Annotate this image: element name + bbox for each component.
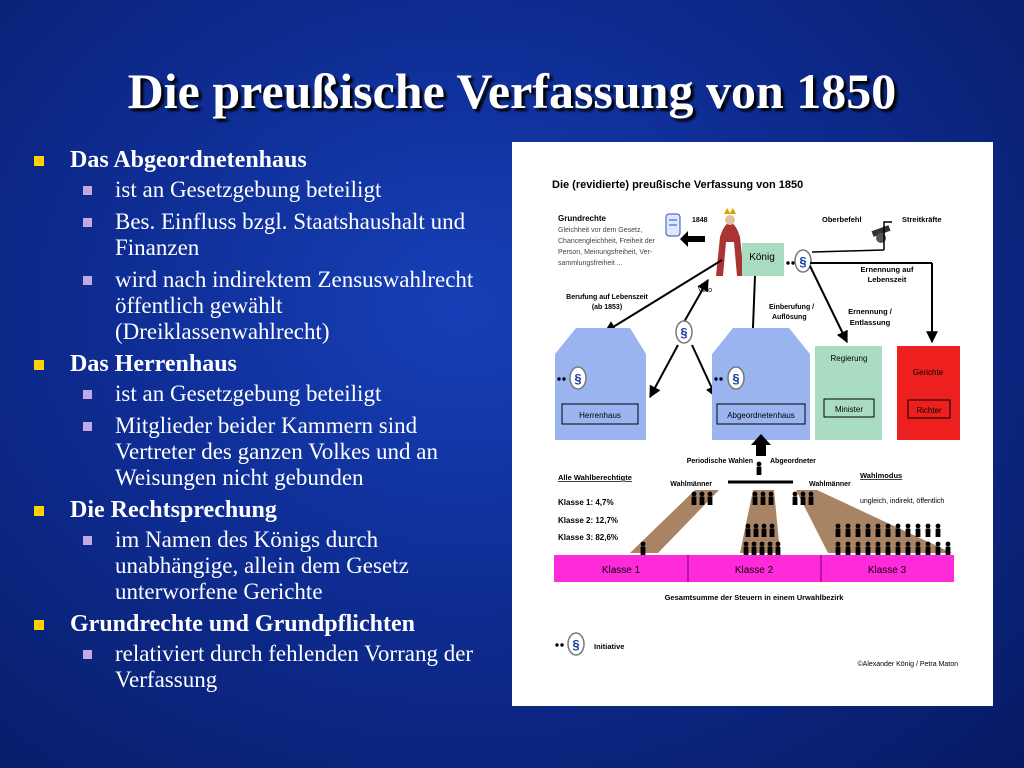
klasse2-label: Klasse 2 xyxy=(735,565,774,576)
bullet-marker xyxy=(34,360,44,370)
initiative-icon xyxy=(567,632,585,656)
koenig-box xyxy=(742,243,784,276)
scroll-icon xyxy=(665,213,681,237)
oberbefehl-connector xyxy=(883,221,892,250)
svg-text:Berufung auf Lebenszeit: Berufung auf Lebenszeit xyxy=(566,294,648,301)
svg-text:Klasse 3: 82,6%: Klasse 3: 82,6% xyxy=(558,533,618,542)
grundrechte-label: Grundrechte xyxy=(558,214,607,223)
class3-trapezoid xyxy=(796,490,952,553)
abgeordnetenhaus-label: Abgeordnetenhaus xyxy=(727,411,795,420)
abgeordnetenhaus-building: Abgeordnetenhaus xyxy=(712,328,810,440)
slide-title: Die preußische Verfassung von 1850 xyxy=(127,63,897,119)
cannon-icon xyxy=(871,225,891,243)
sub-bullet-marker xyxy=(83,422,92,431)
svg-text:Auflösung: Auflösung xyxy=(772,314,807,321)
herrenhaus-building: Herrenhaus xyxy=(555,328,646,440)
klasse1-label: Klasse 1 xyxy=(602,565,641,576)
diagram-canvas: § Die (revidierte) preußische Verfassung… xyxy=(552,179,960,668)
sub-bullet-marker xyxy=(83,186,92,195)
class1-trapezoid xyxy=(630,490,719,553)
svg-text:Ernennung auf: Ernennung auf xyxy=(861,265,914,274)
svg-text:Entlassung: Entlassung xyxy=(850,318,891,327)
oberbefehl-label: Oberbefehl xyxy=(822,215,862,224)
regierung-label: Regierung xyxy=(831,354,868,363)
classes-bar xyxy=(554,555,954,582)
herrenhaus-label: Herrenhaus xyxy=(579,411,621,420)
sub-bullet: ist an Gesetzgebung beteiligt xyxy=(30,381,500,407)
wahlmaenner-class1-group xyxy=(691,491,713,505)
bullet-grundrechte: Grundrechte und Grundpflichten xyxy=(30,611,500,638)
svg-text:Chancengleichheit, Freiheit de: Chancengleichheit, Freiheit der xyxy=(558,238,656,245)
sub-bullet: wird nach indirektem Zensuswahlrecht öff… xyxy=(30,267,500,345)
minister-label: Minister xyxy=(835,405,863,414)
bullet-rechtsprechung: Die Rechtsprechung xyxy=(30,497,500,524)
bullet-list: Das Abgeordnetenhaus ist an Gesetzgebung… xyxy=(30,145,500,699)
bullet-marker xyxy=(34,620,44,630)
diagram-title: Die (revidierte) preußische Verfassung v… xyxy=(552,179,803,191)
sub-bullet: Mitglieder beider Kammern sind Vertreter… xyxy=(30,413,500,491)
bullet-marker xyxy=(34,156,44,166)
koenig-label: König xyxy=(749,252,775,263)
svg-text:Lebenszeit: Lebenszeit xyxy=(868,275,907,284)
sub-bullet: ist an Gesetzgebung beteiligt xyxy=(30,177,500,203)
wahlmodus-label: Wahlmodus xyxy=(860,471,902,480)
veto-arrow xyxy=(683,278,709,323)
wahlmaenner-class3-group xyxy=(792,491,814,505)
svg-text:Klasse 2: 12,7%: Klasse 2: 12,7% xyxy=(558,516,618,525)
arrow-to-herrenhaus xyxy=(603,259,723,333)
richter-label: Richter xyxy=(916,406,942,415)
copyright-label: ©Alexander König / Petra Maton xyxy=(858,660,959,668)
wahlmaenner-class2-group xyxy=(752,491,774,505)
svg-text:Klasse 1: 4,7%: Klasse 1: 4,7% xyxy=(558,498,614,507)
svg-text:(ab 1853): (ab 1853) xyxy=(592,304,622,311)
svg-text:sammlungsfreiheit ...: sammlungsfreiheit ... xyxy=(558,260,623,267)
initiative-label: Initiative xyxy=(594,642,624,651)
regierung-box: Regierung Minister xyxy=(815,346,882,440)
up-arrow-icon xyxy=(751,434,771,456)
constitution-diagram: § Die (revidierte) preußische Verfassung… xyxy=(512,142,993,706)
sub-bullet: im Namen des Königs durch unabhängige, a… xyxy=(30,527,500,605)
svg-text:Person, Meinungsfreiheit, Ver-: Person, Meinungsfreiheit, Ver- xyxy=(558,249,653,256)
class2-trapezoid xyxy=(740,490,780,553)
voters-class1 xyxy=(640,541,646,555)
abgeordneter-icon xyxy=(756,461,762,475)
periodische-wahlen-label: Periodische Wahlen xyxy=(687,458,753,465)
klasse3-label: Klasse 3 xyxy=(868,565,907,576)
sub-bullet-marker xyxy=(83,536,92,545)
paragraph-icon xyxy=(675,320,693,344)
arrow-to-regierung xyxy=(809,265,848,344)
left-arrow-icon xyxy=(680,231,705,247)
paragraph-icon xyxy=(794,249,812,273)
sub-bullet: Bes. Einfluss bzgl. Staatshaushalt und F… xyxy=(30,209,500,261)
arrow-to-herrenhaus-law xyxy=(649,344,679,399)
sub-bullet-marker xyxy=(83,276,92,285)
gesamtsumme-label: Gesamtsumme der Steuern in einem Urwahlb… xyxy=(665,593,845,602)
gerichte-box: Gerichte Richter xyxy=(897,346,960,440)
svg-text:Gleichheit vor dem Gesetz,: Gleichheit vor dem Gesetz, xyxy=(558,227,642,234)
oberbefehl-line xyxy=(811,249,885,253)
streitkraefte-label: Streitkräfte xyxy=(902,215,942,224)
sub-bullet: relativiert durch fehlenden Vorrang der … xyxy=(30,641,500,693)
wahlmodus-text: ungleich, indirekt, öffentlich xyxy=(860,498,944,505)
gerichte-label: Gerichte xyxy=(913,368,944,377)
sub-bullet-marker xyxy=(83,650,92,659)
bullet-abgeordnetenhaus: Das Abgeordnetenhaus xyxy=(30,147,500,174)
bullet-herrenhaus: Das Herrenhaus xyxy=(30,351,500,378)
wahlmaenner-label: Wahlmänner xyxy=(809,481,851,488)
sub-bullet-marker xyxy=(83,390,92,399)
abgeordneter-label: Abgeordneter xyxy=(770,458,816,465)
svg-text:Ernennung /: Ernennung / xyxy=(848,307,893,316)
svg-text:Einberufung /: Einberufung / xyxy=(769,304,814,311)
king-icon xyxy=(716,208,744,276)
sub-bullet-marker xyxy=(83,218,92,227)
year-label: 1848 xyxy=(692,217,708,224)
wahlmaenner-label: Wahlmänner xyxy=(670,481,712,488)
bullet-marker xyxy=(34,506,44,516)
alle-wahlberechtigte-label: Alle Wahlberechtigte xyxy=(558,473,632,482)
